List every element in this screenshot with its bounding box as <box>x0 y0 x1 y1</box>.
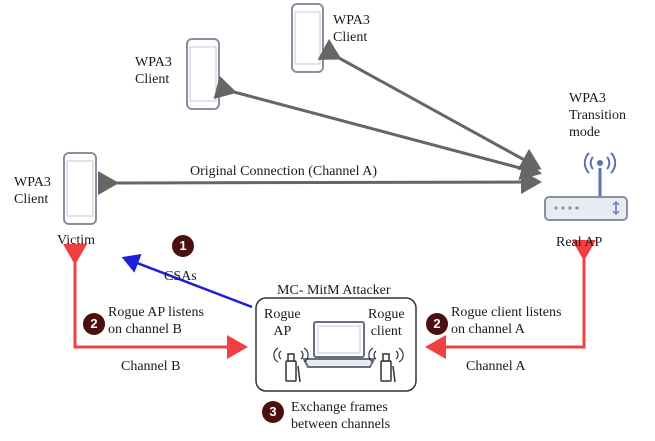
real-ap-name: Real AP <box>556 235 603 250</box>
rogue-ap-label: Rogue AP <box>264 307 301 339</box>
mid-client-label: WPA3 Client <box>135 55 172 87</box>
arrow-top-client <box>317 38 542 170</box>
usb-adapter-icon <box>368 347 404 383</box>
real-ap-mode-label: WPA3 Transition mode <box>569 91 627 140</box>
step-1-text: CSAs <box>164 269 197 284</box>
step-3-badge: 3 <box>262 401 284 423</box>
top-client-label: WPA3 Client <box>333 13 370 45</box>
attacker-title: MC- MitM Attacker <box>277 283 391 298</box>
arrow-channel-b <box>63 244 248 359</box>
step-2-left-text: Rogue AP listens on channel B <box>108 305 204 337</box>
step-1-badge: 1 <box>172 235 194 257</box>
original-connection-label: Original Connection (Channel A) <box>190 164 378 179</box>
smartphone-icon <box>291 3 324 73</box>
arrow-channel-a <box>425 240 596 359</box>
step-3-text: Exchange frames between channels <box>291 400 391 432</box>
arrow-original-connection <box>97 170 542 196</box>
arrow-mid-client <box>213 75 542 180</box>
router-icon <box>544 152 628 221</box>
step-2-right-text: Rogue client listens on channel A <box>451 305 562 337</box>
channel-a-label: Channel A <box>466 359 526 374</box>
usb-adapter-icon <box>273 347 309 383</box>
smartphone-icon <box>63 152 97 225</box>
rogue-client-label: Rogue client <box>368 307 405 339</box>
step-2-right-badge: 2 <box>426 313 448 335</box>
smartphone-icon <box>186 38 220 110</box>
laptop-icon <box>302 321 376 368</box>
victim-name: Victim <box>57 233 96 248</box>
victim-client-label: WPA3 Client <box>14 175 51 207</box>
channel-b-label: Channel B <box>121 359 181 374</box>
step-2-left-badge: 2 <box>83 313 105 335</box>
